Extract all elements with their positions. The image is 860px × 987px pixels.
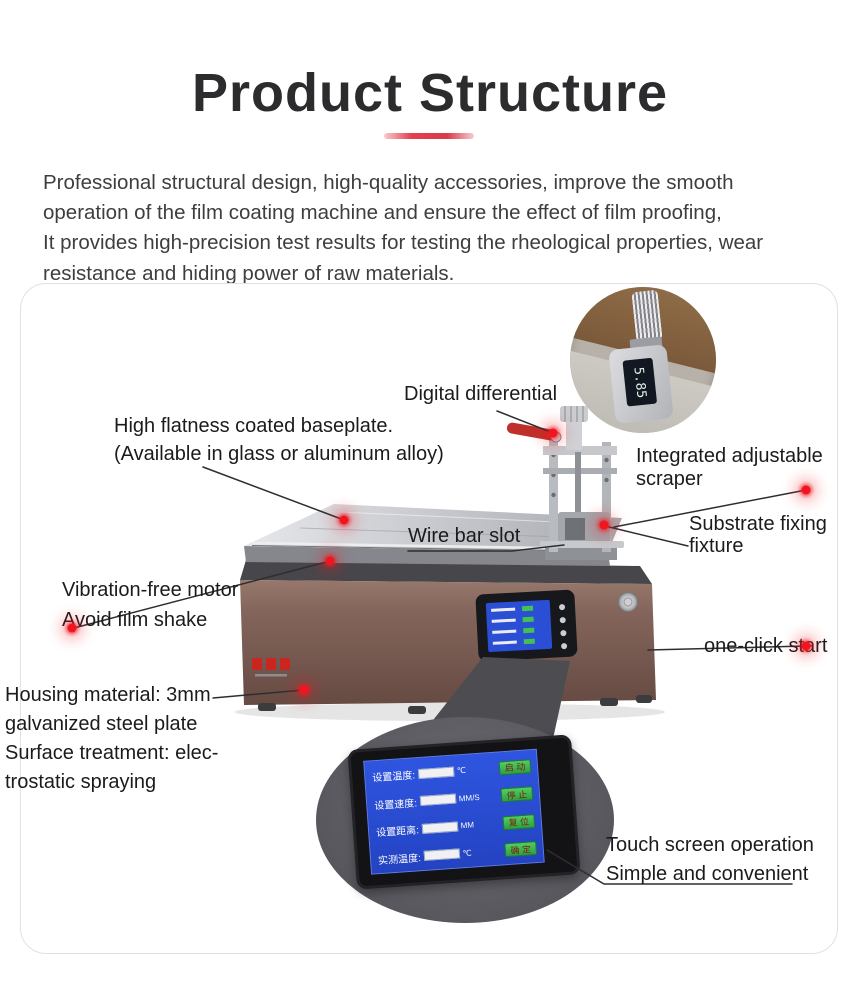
row-label: 设置温度: (372, 770, 416, 785)
callout-touch-line2: Simple and convenient (606, 863, 809, 885)
callout-substrate-fixture-line1: Substrate fixing (689, 513, 827, 535)
touchscreen-row: 设置温度: ℃ 启 动 (372, 758, 532, 784)
callout-housing-line2: galvanized steel plate (5, 713, 198, 735)
callout-integrated-scraper: Integrated adjustable scraper (636, 445, 823, 491)
touchscreen-tablet: 设置温度: ℃ 启 动 设置速度: MM/S 停 止 设置距离: MM 复 位 … (347, 734, 581, 890)
touchscreen-row: 设置距离: MM 复 位 (376, 813, 536, 839)
callout-substrate-fixture-line2: fixture (689, 535, 744, 557)
callout-housing-line4: trostatic spraying (5, 771, 157, 793)
row-label: 实测温度: (377, 853, 422, 868)
callout-dot-integrated-scraper (801, 485, 811, 495)
page-title: Product Structure (191, 63, 669, 123)
row-input (421, 821, 459, 834)
row-unit: MM (460, 820, 475, 831)
callout-touch-line1: Touch screen operation (606, 834, 814, 856)
row-input (419, 793, 457, 807)
callout-housing-line3: Surface treatment: elec- (5, 742, 219, 764)
intro-line: operation of the film coating machine an… (43, 200, 722, 224)
row-label: 设置速度: (374, 797, 418, 812)
callout-baseplate-line2: (Available in glass or aluminum alloy) (114, 443, 444, 465)
row-unit: MM/S (458, 792, 480, 803)
intro-line: resistance and hiding power of raw mater… (43, 261, 455, 285)
touchscreen: 设置温度: ℃ 启 动 设置速度: MM/S 停 止 设置距离: MM 复 位 … (363, 748, 545, 875)
callout-touch-screen: Touch screen operation Simple and conven… (606, 831, 814, 889)
callout-dot-vibration-text (67, 623, 77, 633)
row-button: 停 止 (500, 786, 534, 803)
callout-integrated-scraper-line2: scraper (636, 468, 703, 490)
callout-substrate-fixture: Substrate fixing fixture (689, 513, 827, 557)
intro-line: It provides high-precision test results … (43, 231, 764, 255)
callout-dot-one-click-start (801, 641, 811, 651)
callout-vibration-line2: Avoid film shake (62, 609, 208, 631)
row-input (423, 848, 461, 862)
callout-dot-baseplate (339, 515, 349, 525)
micrometer-lcd: 5.85 (622, 357, 658, 407)
callout-baseplate: High flatness coated baseplate. (Availab… (114, 412, 444, 468)
callout-dot-digital-differential (548, 428, 558, 438)
callout-dot-substrate-fixture (599, 520, 609, 530)
callout-vibration-line1: Vibration-free motor (62, 579, 239, 601)
micrometer-knurled-grip (631, 289, 663, 343)
micrometer-reading: 5.85 (630, 365, 649, 399)
callout-one-click-start: one-click start (704, 635, 828, 657)
touchscreen-row: 设置速度: MM/S 停 止 (374, 786, 534, 812)
intro-paragraph: Professional structural design, high-qua… (43, 168, 835, 290)
intro-line: Professional structural design, high-qua… (43, 170, 734, 194)
callout-baseplate-line1: High flatness coated baseplate. (114, 415, 394, 437)
callout-housing: Housing material: 3mm galvanized steel p… (5, 681, 218, 797)
callout-housing-line1: Housing material: 3mm (5, 684, 211, 706)
touchscreen-row: 实测温度: ℃ 确 定 (378, 841, 538, 867)
micrometer-photo: 5.85 (570, 287, 716, 433)
row-button: 启 动 (498, 758, 532, 775)
row-button: 确 定 (504, 841, 538, 858)
row-unit: ℃ (462, 848, 472, 859)
callout-digital-differential: Digital differential (404, 383, 558, 405)
callout-vibration-motor: Vibration-free motor Avoid film shake (62, 575, 238, 635)
callout-dot-vibration-machine (325, 556, 335, 566)
title-underline (384, 133, 474, 139)
micrometer-body: 5.85 (608, 344, 674, 424)
row-unit: ℃ (456, 765, 467, 776)
callout-wire-bar-slot: Wire bar slot (408, 525, 521, 547)
callout-integrated-scraper-line1: Integrated adjustable (636, 445, 823, 467)
callout-dot-housing (299, 685, 309, 695)
row-button: 复 位 (502, 813, 536, 831)
row-label: 设置距离: (375, 825, 420, 840)
row-input (417, 766, 455, 779)
